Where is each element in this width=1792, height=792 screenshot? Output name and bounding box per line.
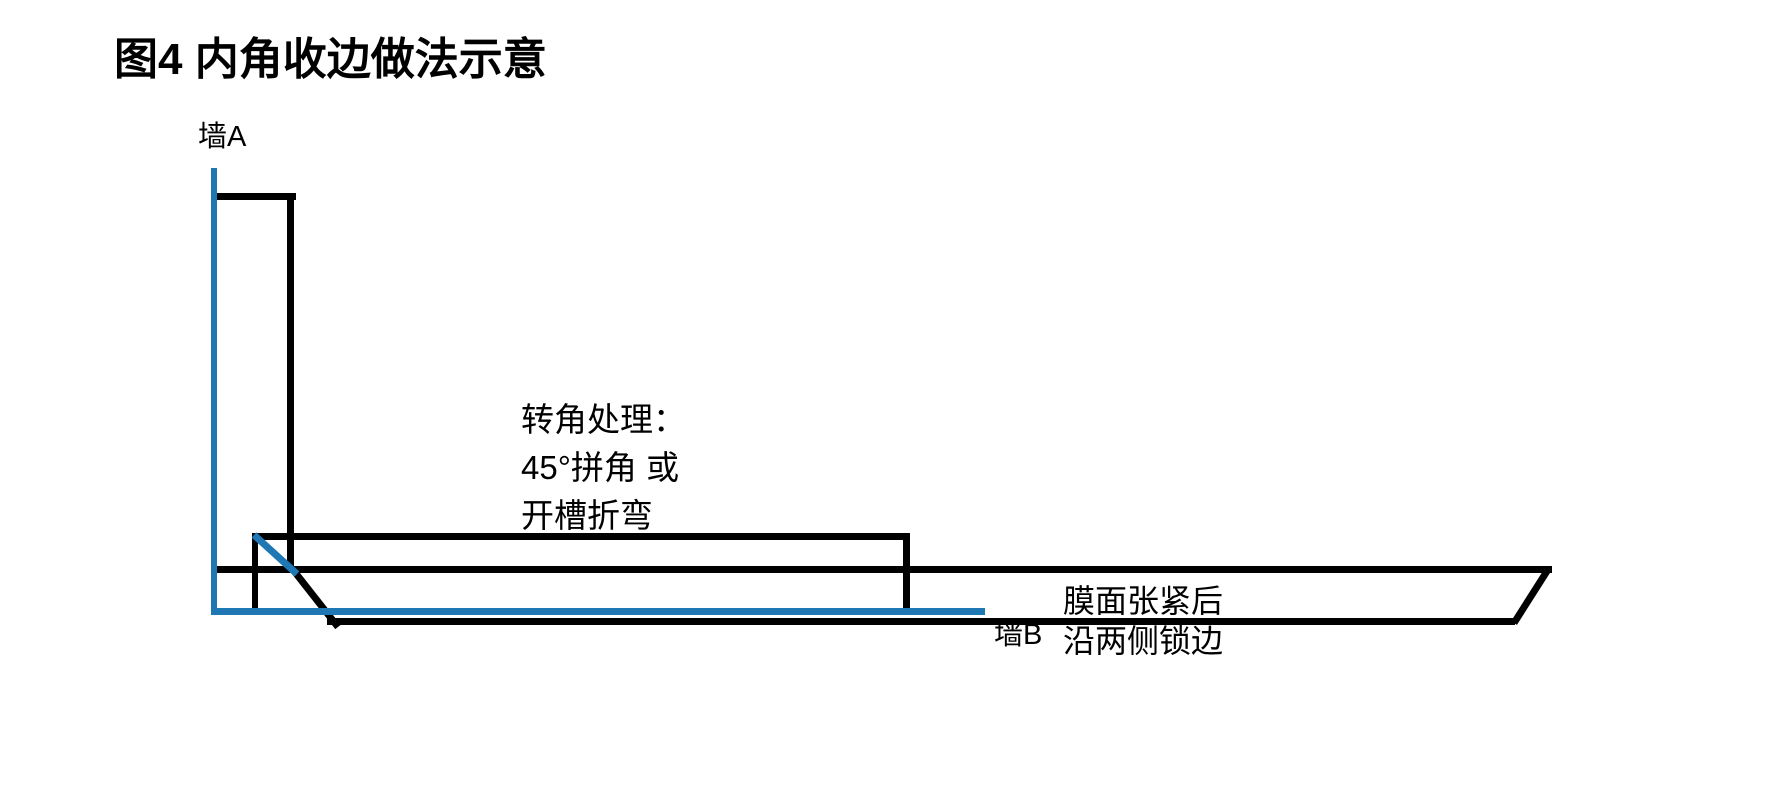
track-top-line [211, 566, 1552, 573]
flange-top-line [252, 533, 910, 540]
batten-right-line [287, 193, 294, 572]
wall-a-membrane-line [211, 168, 217, 615]
membrane-corner-diagonal [251, 532, 300, 577]
corner-note-line-2: 45°拼角 或 [521, 449, 680, 486]
corner-note-line-3: 开槽折弯 [521, 497, 653, 534]
batten-top-line [211, 193, 296, 200]
wall-a-label: 墙A [198, 121, 247, 153]
corner-note-line-1: 转角处理： [521, 401, 686, 438]
track-end-miter-diagonal [1511, 566, 1552, 625]
corner-miter-diagonal [291, 568, 341, 630]
figure-title: 图4 内角收边做法示意 [114, 35, 547, 84]
membrane-note: 膜面张紧后 沿两侧锁边 [1063, 581, 1223, 661]
membrane-bottom-line [211, 608, 985, 615]
corner-note: 转角处理： 45°拼角 或 开槽折弯 [521, 396, 686, 540]
membrane-note-line-2: 沿两侧锁边 [1063, 623, 1224, 659]
corner-slot-vertical-line [252, 533, 258, 615]
membrane-note-line-1: 膜面张紧后 [1063, 583, 1224, 619]
track-bottom-line [327, 618, 1515, 625]
wall-b-label: 墙B [994, 619, 1043, 651]
